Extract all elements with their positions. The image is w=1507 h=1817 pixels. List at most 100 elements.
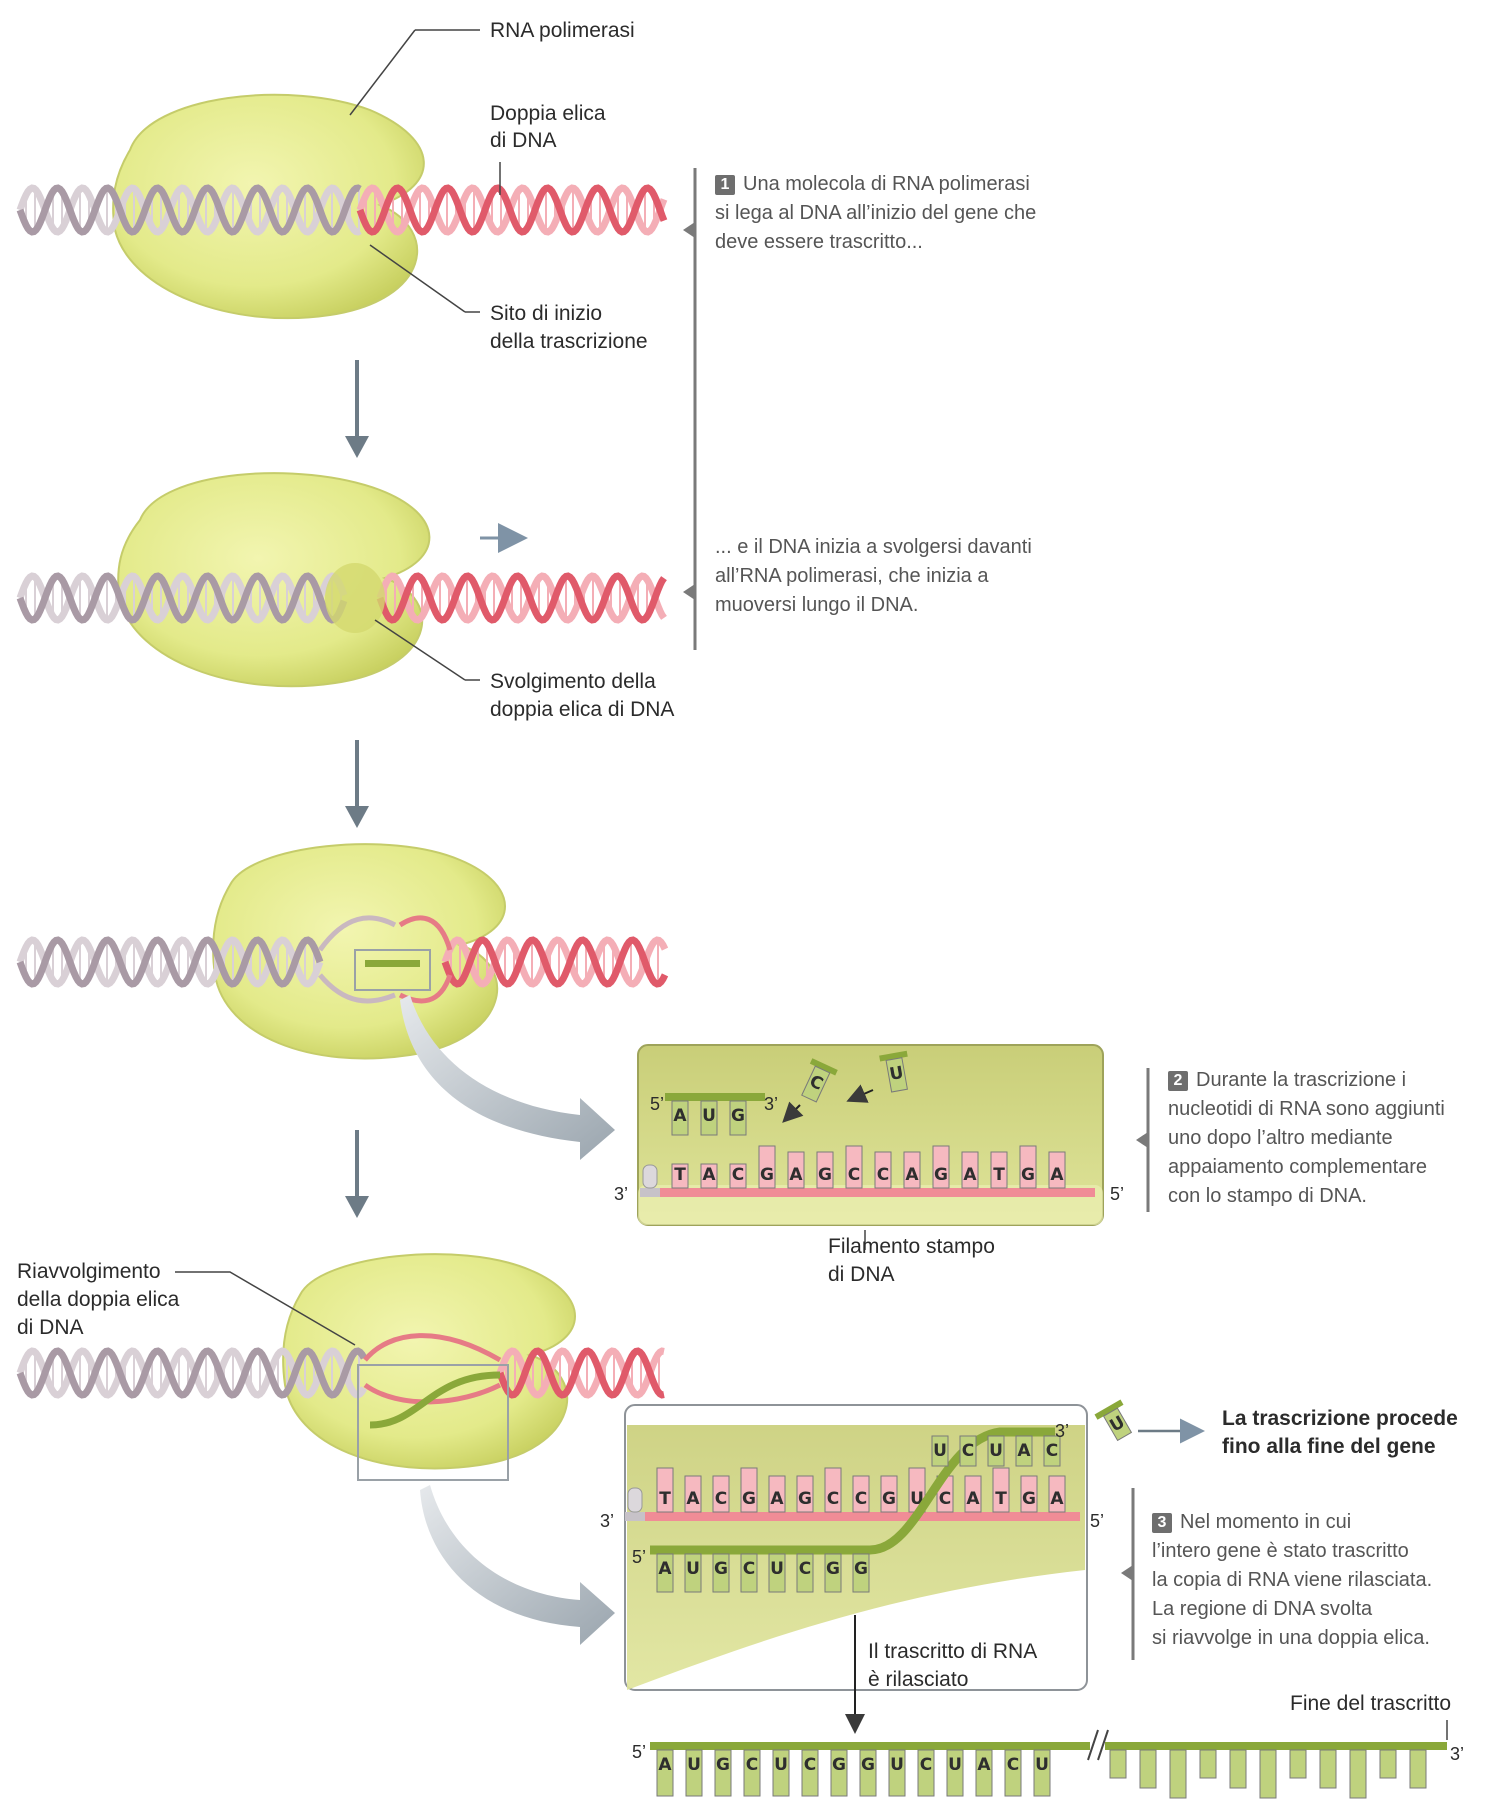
dna-backbone: [655, 1188, 1095, 1197]
step-line: l’intero gene è stato trascritto: [1152, 1540, 1409, 1562]
label-rewinding-line2: della doppia elica: [17, 1288, 180, 1311]
svg-text:C: C: [746, 1755, 758, 1775]
rna-backbone: [1105, 1742, 1447, 1750]
rna-base: A: [656, 1553, 674, 1593]
stage-2: [16, 472, 667, 688]
svg-text:A: A: [1017, 1441, 1031, 1461]
dna-base: C: [852, 1475, 870, 1513]
dna-helix-grey: [16, 184, 362, 236]
svg-text:C: C: [1046, 1441, 1058, 1461]
leader-line: [369, 244, 466, 313]
rna-base: [1199, 1749, 1217, 1779]
label-template-line2: di DNA: [828, 1263, 895, 1286]
rna-fragment: [365, 960, 420, 967]
dna-base: C: [729, 1163, 747, 1189]
end-label: 3’: [1055, 1421, 1069, 1441]
step-line: appaiamento complementare: [1168, 1156, 1428, 1178]
dna-base: C: [824, 1467, 842, 1513]
step-line: si riavvolge in una doppia elica.: [1152, 1627, 1430, 1649]
dna-base: G: [1020, 1475, 1038, 1513]
rna-base: U: [931, 1435, 949, 1467]
step-line: ... e il DNA inizia a svolgersi davanti: [715, 536, 1032, 558]
step-1b-text: ... e il DNA inizia a svolgersi davanti …: [715, 533, 1032, 620]
svg-text:G: G: [731, 1106, 745, 1126]
rna-base: G: [824, 1553, 842, 1593]
label-rewinding-line1: Riavvolgimento: [17, 1260, 161, 1283]
step-line: Nel momento in cui: [1180, 1511, 1352, 1533]
break-mark: [1087, 1729, 1099, 1761]
zoom-arrow-icon: [400, 995, 615, 1160]
label-rewinding-line3: di DNA: [17, 1316, 84, 1339]
step-number: 3: [1152, 1513, 1172, 1533]
rna-base: A: [656, 1749, 674, 1797]
step-line: deve essere trascritto...: [715, 231, 923, 253]
svg-text:C: C: [1007, 1755, 1019, 1775]
dna-backbone-stub: [640, 1188, 660, 1197]
dna-helix-pink: [376, 572, 667, 624]
svg-text:A: A: [658, 1559, 672, 1579]
svg-text:U: U: [948, 1755, 962, 1775]
svg-text:G: G: [882, 1489, 896, 1509]
down-arrow-icon: [345, 740, 369, 828]
svg-text:A: A: [1050, 1489, 1064, 1509]
step-bracket: [1136, 1068, 1150, 1212]
step-line: muoversi lungo il DNA.: [715, 594, 919, 616]
step-number: 2: [1168, 1071, 1188, 1091]
label-template-line1: Filamento stampo: [828, 1235, 995, 1258]
svg-text:U: U: [888, 1063, 905, 1085]
rna-base: [1319, 1749, 1337, 1789]
rna-base: G: [830, 1749, 848, 1797]
rna-base: C: [959, 1435, 977, 1467]
dna-base: C: [712, 1475, 730, 1513]
step-line: si lega al DNA all’inizio del gene che: [715, 202, 1037, 224]
dna-base: A: [964, 1475, 982, 1513]
label-released-line2: è rilasciato: [868, 1668, 969, 1691]
svg-text:C: C: [799, 1559, 811, 1579]
svg-text:C: C: [855, 1489, 867, 1509]
rna-base: [1349, 1749, 1367, 1799]
zoom-arrow-icon: [420, 1485, 615, 1645]
label-unwinding-line2: doppia elica di DNA: [490, 698, 675, 721]
dna-base: A: [961, 1151, 979, 1189]
dna-helix-pink: [441, 936, 669, 988]
svg-text:A: A: [905, 1165, 919, 1185]
rna-backbone: [665, 1093, 765, 1101]
end-label: 3’: [1450, 1744, 1464, 1764]
dna-backbone: [640, 1512, 1080, 1521]
svg-text:G: G: [742, 1489, 756, 1509]
end-label: 3’: [764, 1094, 778, 1114]
rna-base: A: [975, 1749, 993, 1797]
dna-helix-grey: [16, 936, 324, 988]
svg-text:C: C: [877, 1165, 889, 1185]
dna-helix-pink: [496, 1347, 665, 1399]
rna-base: [1409, 1749, 1427, 1789]
svg-text:U: U: [770, 1559, 784, 1579]
step-line: nucleotidi di RNA sono aggiunti: [1168, 1098, 1445, 1120]
svg-text:G: G: [760, 1165, 774, 1185]
down-arrow-icon: [345, 360, 369, 458]
svg-text:A: A: [770, 1489, 784, 1509]
leader-line: [175, 1271, 356, 1346]
rna-base: U: [684, 1553, 702, 1593]
rna-base: C: [801, 1749, 819, 1797]
dna-backbone-stub: [625, 1512, 645, 1521]
stage-3: [16, 843, 669, 1060]
label-proceeds-line2: fino alla fine del gene: [1222, 1435, 1436, 1458]
svg-text:U: U: [1035, 1755, 1049, 1775]
rna-base: C: [796, 1553, 814, 1593]
rna-base: C: [1004, 1749, 1022, 1797]
svg-text:T: T: [674, 1165, 686, 1185]
svg-text:G: G: [798, 1489, 812, 1509]
rna-base: G: [729, 1100, 747, 1136]
down-arrow-icon: [345, 1130, 369, 1218]
label-start-site-line1: Sito di inizio: [490, 302, 603, 325]
end-label: 5’: [1110, 1184, 1124, 1204]
step-number: 1: [715, 175, 735, 195]
